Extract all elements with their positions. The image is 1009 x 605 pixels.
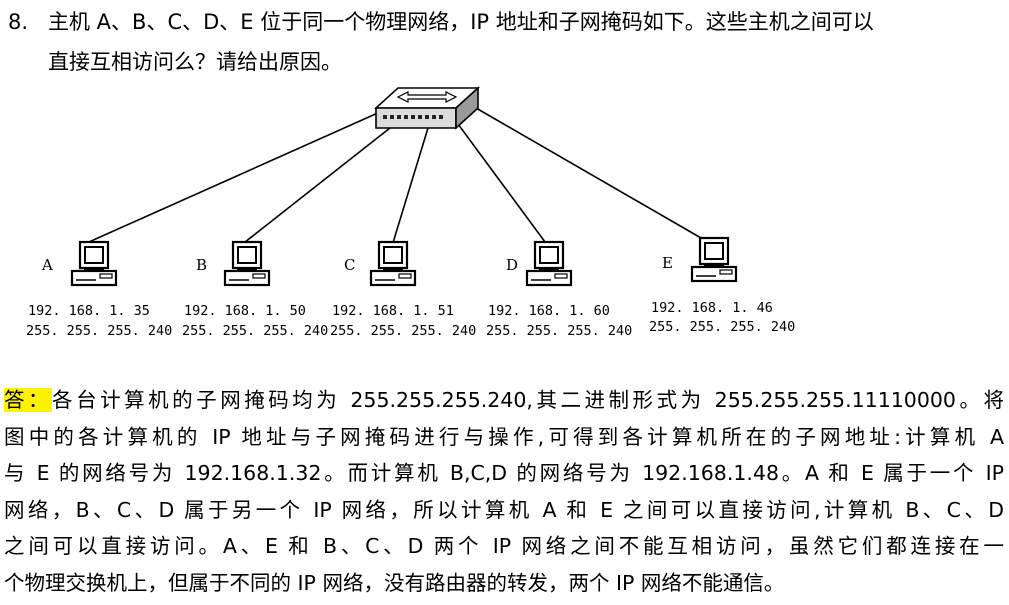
answer-line-4: 网络，B、C、D 属于另一个 IP 网络，所以计算机 A 和 E 之间可以直接访… bbox=[4, 497, 1004, 522]
question-number: 8. bbox=[8, 10, 29, 34]
host-mask: 255. 255. 255. 240 bbox=[649, 319, 795, 335]
host-label: C bbox=[344, 256, 355, 274]
host-e: E 192. 168. 1. 46 255. 255. 255. 240 bbox=[649, 236, 795, 335]
host-c: C 192. 168. 1. 51 255. 255. 255. 240 bbox=[330, 240, 476, 339]
host-mask: 255. 255. 255. 240 bbox=[330, 323, 476, 339]
answer-line-6: 个物理交换机上，但属于不同的 IP 网络，没有路由器的转发，两个 IP 网络不能… bbox=[4, 570, 785, 595]
cable-e bbox=[475, 107, 709, 243]
cable-b bbox=[239, 127, 391, 247]
question-text-1: 主机 A、B、C、D、E 位于同一个物理网络，IP 地址和子网掩码如下。这些主机… bbox=[48, 10, 874, 34]
host-ip: 192. 168. 1. 46 bbox=[651, 300, 773, 316]
network-cables bbox=[79, 107, 709, 247]
computer-icon bbox=[70, 240, 118, 287]
host-ip: 192. 168. 1. 35 bbox=[28, 303, 150, 319]
answer-line-1: 答：各台计算机的子网掩码均为 255.255.255.240,其二进制形式为 2… bbox=[4, 382, 1004, 419]
host-mask: 255. 255. 255. 240 bbox=[486, 323, 632, 339]
network-diagram: A 192. 168. 1. 35 255. 255. 255. 240 B 1… bbox=[26, 86, 795, 339]
computer-icon bbox=[690, 236, 738, 283]
host-label: A bbox=[41, 256, 53, 274]
host-a: A 192. 168. 1. 35 255. 255. 255. 240 bbox=[26, 240, 172, 339]
host-d: D 192. 168. 1. 60 255. 255. 255. 240 bbox=[486, 240, 632, 339]
computer-icon bbox=[369, 240, 417, 287]
host-label: D bbox=[506, 256, 518, 274]
switch-icon bbox=[373, 86, 481, 130]
host-label: B bbox=[196, 256, 207, 274]
host-mask: 255. 255. 255. 240 bbox=[26, 323, 172, 339]
host-b: B 192. 168. 1. 50 255. 255. 255. 240 bbox=[182, 240, 328, 339]
answer-line-3: 与 E 的网络号为 192.168.1.32。而计算机 B,C,D 的网络号为 … bbox=[4, 461, 1004, 486]
answer-text-1: 各台计算机的子网掩码均为 255.255.255.240,其二进制形式为 255… bbox=[52, 388, 1004, 412]
computer-icon bbox=[223, 240, 271, 287]
answer-block: 答：各台计算机的子网掩码均为 255.255.255.240,其二进制形式为 2… bbox=[4, 382, 1004, 602]
question-line-1: 8. 主机 A、B、C、D、E 位于同一个物理网络，IP 地址和子网掩码如下。这些… bbox=[8, 0, 874, 44]
host-mask: 255. 255. 255. 240 bbox=[182, 323, 328, 339]
answer-line-5: 之间可以直接访问。A、E 和 B、C、D 两个 IP 网络之间不能互相访问，虽然… bbox=[4, 534, 1004, 559]
cable-a bbox=[79, 111, 381, 247]
host-ip: 192. 168. 1. 51 bbox=[332, 303, 454, 319]
answer-line-2: 图中的各计算机的 IP 地址与子网掩码进行与操作,可得到各计算机所在的子网地址:… bbox=[4, 424, 1004, 449]
host-label: E bbox=[662, 254, 673, 272]
computer-icon bbox=[525, 240, 573, 287]
question-text-2: 直接互相访问么？请给出原因。 bbox=[48, 50, 342, 74]
answer-label: 答： bbox=[4, 388, 53, 412]
cable-d bbox=[457, 123, 549, 247]
cable-c bbox=[391, 127, 429, 247]
host-ip: 192. 168. 1. 60 bbox=[488, 303, 610, 319]
host-ip: 192. 168. 1. 50 bbox=[184, 303, 306, 319]
